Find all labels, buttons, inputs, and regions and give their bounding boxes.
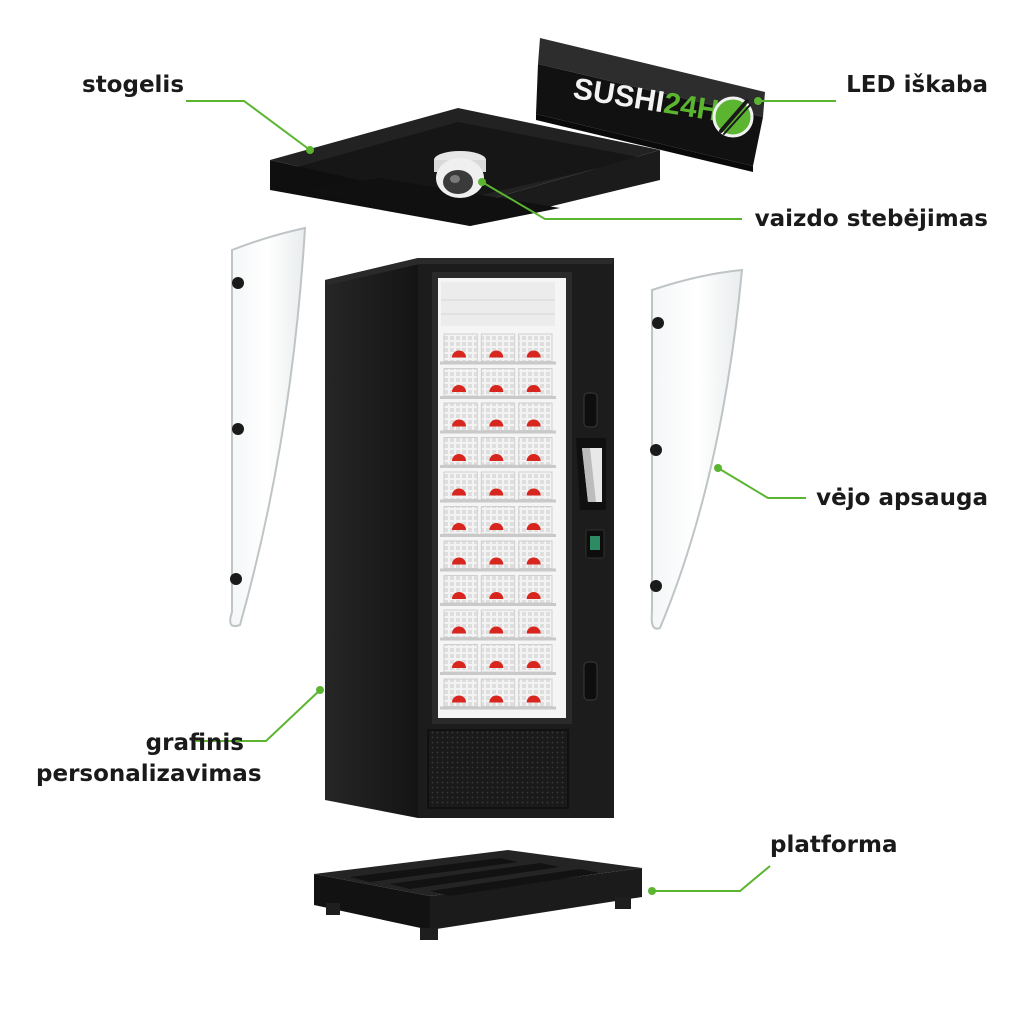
payment-terminal: [585, 529, 605, 559]
wind-shield-right: [650, 268, 744, 630]
label-wind-protection: vėjo apsauga: [816, 485, 988, 511]
product-item: [489, 419, 504, 427]
product-item: [452, 488, 466, 496]
product-shelves: [440, 333, 556, 710]
product-item: [489, 626, 504, 634]
callout-grafinis: [196, 689, 321, 742]
shelf-rail: [440, 603, 556, 606]
label-stogelis: stogelis: [82, 72, 185, 98]
product-item: [452, 454, 466, 461]
led-sign: SUSHI24H: [536, 38, 765, 172]
product-item: [489, 454, 504, 461]
callout-vejo: [717, 467, 806, 499]
sushi-logo-icon: [712, 96, 754, 138]
product-item: [526, 419, 541, 427]
product-item: [489, 523, 504, 530]
product-item: [526, 385, 541, 392]
shelf-rail: [440, 361, 556, 365]
callout-lines: [186, 100, 836, 892]
product-item: [452, 350, 466, 358]
product-item: [452, 661, 466, 668]
product-item: [526, 592, 541, 599]
product-item: [526, 626, 541, 634]
product-item: [526, 661, 541, 668]
product-box: [518, 506, 553, 535]
product-item: [489, 592, 504, 599]
product-item: [526, 523, 541, 530]
product-item: [526, 454, 541, 461]
canopy: [270, 108, 660, 226]
shelf-rail: [440, 465, 556, 468]
shelf-rail: [440, 672, 556, 675]
product-item: [489, 488, 504, 496]
callout-vaizdo: [481, 181, 742, 220]
wind-shield-left: [229, 226, 307, 628]
shelf-rail: [440, 499, 556, 503]
label-graphic-line-2: personalizavimas: [36, 761, 262, 788]
product-item: [526, 488, 541, 496]
vending-machine: [325, 258, 614, 818]
label-platform: platforma: [770, 832, 898, 858]
product-item: [489, 661, 504, 668]
product-item: [489, 695, 504, 703]
label-video-surveillance: vaizdo stebėjimas: [754, 206, 988, 232]
product-item: [489, 557, 504, 565]
security-camera-icon: [434, 151, 486, 198]
label-graphic-line-1: grafinis: [145, 730, 244, 756]
shelf-rail: [440, 430, 556, 434]
label-graphic-personalization: grafinis personalizavimas: [36, 728, 262, 790]
product-item: [489, 350, 504, 358]
shelf-rail: [440, 637, 556, 641]
product-item: [452, 523, 466, 530]
product-item: [526, 695, 541, 703]
product-item: [452, 626, 466, 634]
shelf-rail: [440, 396, 556, 399]
shelf-rail: [440, 568, 556, 572]
product-item: [452, 419, 466, 427]
product-item: [526, 557, 541, 565]
callout-dots: [306, 97, 762, 895]
product-item: [452, 385, 466, 392]
label-led-sign: LED iškaba: [846, 72, 988, 98]
product-item: [452, 557, 466, 565]
product-item: [489, 385, 504, 392]
product-box: [480, 644, 516, 673]
platform: [314, 850, 642, 940]
shelf-rail: [440, 534, 556, 537]
callout-platforma: [652, 865, 771, 892]
product-item: [526, 350, 541, 358]
product-item: [452, 592, 466, 599]
product-item: [452, 695, 466, 703]
callout-stogelis: [186, 100, 311, 151]
shelf-rail: [440, 706, 556, 710]
